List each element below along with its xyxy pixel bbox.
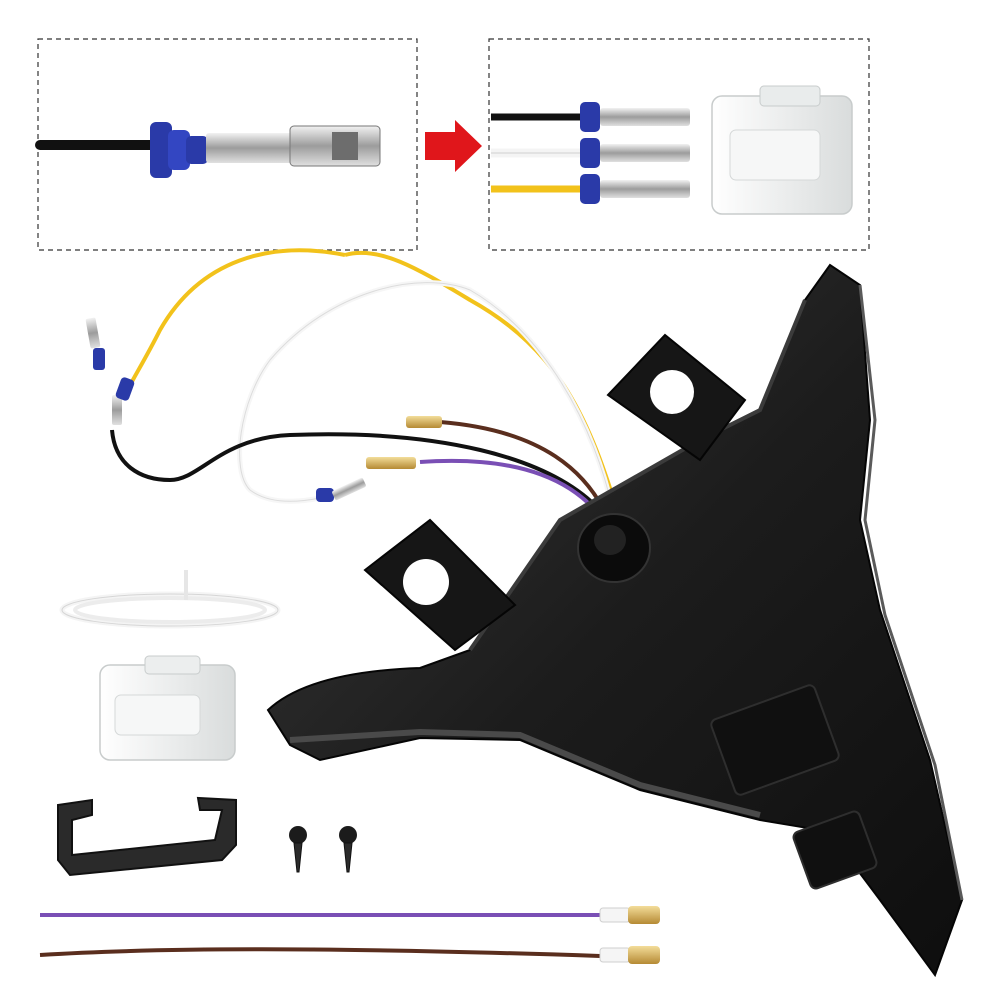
mounting-tab	[606, 333, 747, 462]
black-wire	[110, 429, 614, 527]
extension-wire-brown	[39, 946, 660, 964]
screw-icon	[339, 826, 357, 873]
crimp-terminal-icon	[206, 125, 381, 167]
white-connector	[711, 85, 853, 215]
red-arrow-icon	[425, 120, 482, 172]
white-connector	[99, 655, 236, 761]
tail-light-housing	[266, 263, 964, 978]
inset-single-terminal	[35, 38, 418, 251]
extension-wire-purple	[40, 906, 660, 924]
crimp-terminal-icon	[85, 317, 105, 370]
terminal-row	[580, 102, 690, 204]
screw-icon	[289, 826, 307, 873]
white-wire-coil	[59, 570, 281, 629]
crimp-terminal-icon	[112, 377, 135, 425]
wire-harness	[85, 248, 622, 532]
crimp-terminal-icon	[316, 477, 366, 502]
housing-socket	[710, 684, 840, 796]
blue-seal	[150, 122, 208, 178]
wire-grommet	[577, 513, 651, 583]
metal-bracket	[57, 796, 237, 877]
inset-connector-assembly	[488, 38, 870, 251]
yellow-wire	[344, 250, 622, 521]
mounting-tab	[363, 518, 517, 652]
brass-terminal-icon	[366, 416, 442, 469]
